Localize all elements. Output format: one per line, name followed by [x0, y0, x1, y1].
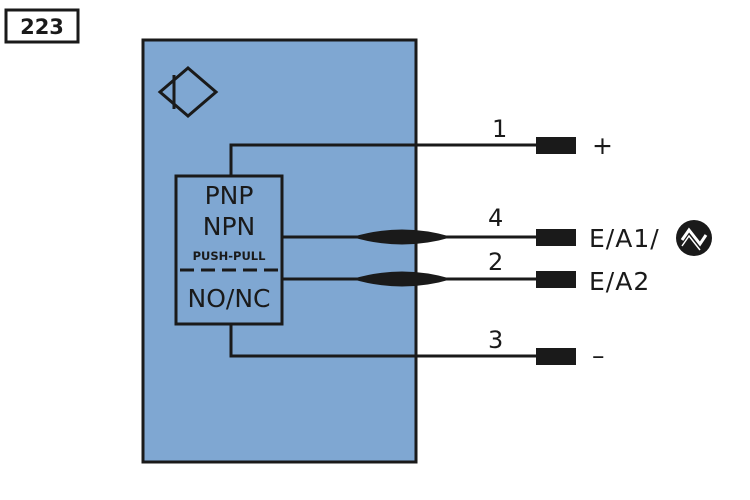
- pin-3-number: 3: [488, 326, 503, 354]
- twisted-pair-marker-1: [352, 229, 452, 245]
- wire-pin-1: 1 +: [229, 115, 614, 176]
- terminal-pin-3: [536, 348, 576, 365]
- terminal-pin-4: [536, 229, 576, 246]
- pin-4-signal: E/A1/: [589, 224, 660, 253]
- pin-2-number: 2: [488, 248, 503, 276]
- output-mode-box: [174, 174, 284, 326]
- wire-pin-3: 3 –: [229, 324, 606, 370]
- mode-no-nc-label: NO/NC: [188, 284, 271, 313]
- twisted-pair-marker-2: [352, 271, 452, 287]
- mode-pnp-label: PNP: [205, 181, 254, 210]
- diagram-code-frame: [4, 8, 80, 44]
- pin-1-signal: +: [592, 131, 614, 160]
- pin-4-number: 4: [488, 204, 503, 232]
- terminal-pin-2: [536, 271, 576, 288]
- terminal-pin-1: [536, 137, 576, 154]
- mode-npn-label: NPN: [203, 212, 255, 241]
- pin-1-number: 1: [492, 115, 507, 143]
- mode-push-pull-label: PUSH-PULL: [193, 249, 267, 263]
- diagram-code-label: 223: [4, 8, 80, 44]
- wire-pin-4: 4 E/A1/: [282, 204, 712, 256]
- diagram-code-text: 223: [20, 15, 64, 39]
- pin-2-signal: E/A2: [589, 267, 650, 296]
- pin-3-signal: –: [592, 341, 606, 370]
- wire-pin-2: 2 E/A2: [282, 248, 650, 296]
- diamond-sensor-icon: [157, 66, 219, 118]
- io-link-icon: [676, 220, 712, 256]
